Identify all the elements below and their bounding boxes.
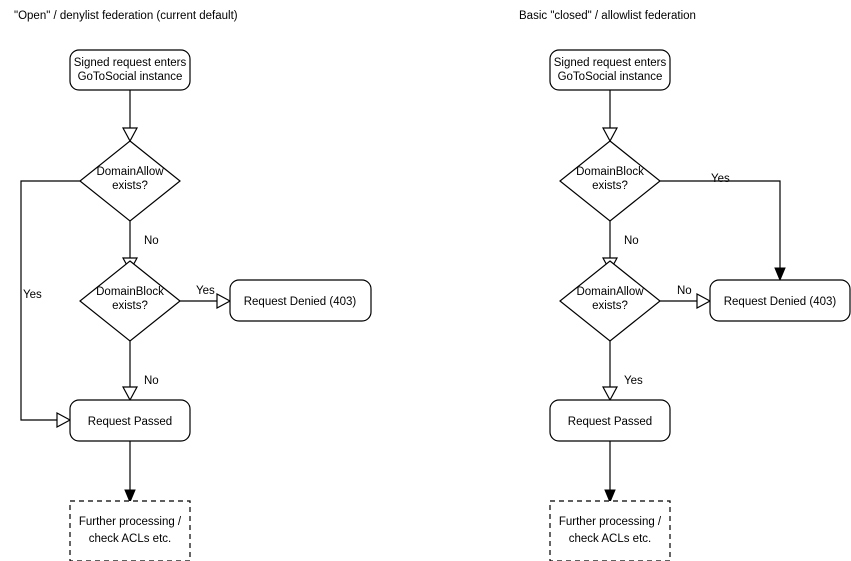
column-closed-federation: Basic "closed" / allowlist federation Si… <box>519 10 851 561</box>
edge-decision1-yes-right: Yes <box>660 173 786 282</box>
further-box-line1: Further processing / <box>559 516 662 528</box>
edge-decision1-yes-left: Yes <box>20 180 80 429</box>
column-title-closed: Basic "closed" / allowlist federation <box>519 10 696 22</box>
arrowhead-open-icon <box>121 127 139 143</box>
passed-box-label: Request Passed <box>88 416 172 428</box>
node-further-processing-right[interactable]: Further processing / check ACLs etc. <box>549 500 671 561</box>
denied-box-label: Request Denied (403) <box>244 296 357 308</box>
edge-label-decision2-yes: Yes <box>196 285 215 297</box>
decision2-line2: exists? <box>112 300 148 312</box>
edge-decision2-no-right: No <box>660 285 712 310</box>
denied-box-label: Request Denied (403) <box>724 296 837 308</box>
edge-entry-to-decision1-left <box>121 90 139 143</box>
entry-box-line2: GoToSocial instance <box>78 71 183 83</box>
edge-entry-to-decision1-right <box>601 90 619 143</box>
arrowhead-filled-icon <box>604 489 616 504</box>
node-request-passed-left[interactable]: Request Passed <box>69 399 191 442</box>
column-open-federation: "Open" / denylist federation (current de… <box>14 10 372 561</box>
arrowhead-open-icon <box>121 386 139 402</box>
node-decision-domainallow-right[interactable]: DomainAllow exists? <box>559 260 661 342</box>
edge-label-decision2-yes: Yes <box>624 375 643 387</box>
edge-passed-to-further-right <box>604 441 616 504</box>
further-box-line1: Further processing / <box>79 516 182 528</box>
entry-box-line1: Signed request enters <box>554 57 667 69</box>
decision1-line1: DomainAllow <box>96 166 164 178</box>
decision1-line2: exists? <box>592 180 628 192</box>
arrowhead-open-icon <box>601 127 619 143</box>
arrowhead-filled-icon <box>124 489 136 504</box>
node-decision-domainblock-left[interactable]: DomainBlock exists? <box>79 260 181 342</box>
edge-label-decision2-no: No <box>677 285 692 297</box>
arrowhead-open-icon <box>56 411 72 429</box>
node-further-processing-left[interactable]: Further processing / check ACLs etc. <box>69 500 191 561</box>
further-box-line2: check ACLs etc. <box>89 533 171 545</box>
arrowhead-filled-icon <box>774 267 786 282</box>
node-decision-domainblock-right[interactable]: DomainBlock exists? <box>559 140 661 222</box>
arrowhead-open-icon <box>601 386 619 402</box>
node-request-denied-right[interactable]: Request Denied (403) <box>709 279 851 322</box>
edge-decision2-no-left: No <box>121 341 159 402</box>
decision1-line1: DomainBlock <box>576 166 644 178</box>
edge-label-decision1-no: No <box>144 235 159 247</box>
further-box-shape <box>549 500 671 561</box>
decision1-line2: exists? <box>112 180 148 192</box>
passed-box-label: Request Passed <box>568 416 652 428</box>
edge-label-decision1-yes: Yes <box>23 289 42 301</box>
decision2-line1: DomainBlock <box>96 286 164 298</box>
further-box-line2: check ACLs etc. <box>569 533 651 545</box>
entry-box-shape <box>69 49 191 91</box>
entry-box-shape <box>549 49 671 91</box>
edge-passed-to-further-left <box>124 441 136 504</box>
decision2-line1: DomainAllow <box>576 286 644 298</box>
denied-box-shape <box>709 279 851 322</box>
entry-box-line2: GoToSocial instance <box>558 71 663 83</box>
edge-label-decision2-no: No <box>144 375 159 387</box>
node-entry-right[interactable]: Signed request enters GoToSocial instanc… <box>549 49 671 91</box>
column-title-open: "Open" / denylist federation (current de… <box>14 10 238 22</box>
edge-label-decision1-yes: Yes <box>711 173 730 185</box>
denied-box-shape <box>229 279 372 322</box>
node-entry-left[interactable]: Signed request enters GoToSocial instanc… <box>69 49 191 91</box>
node-request-passed-right[interactable]: Request Passed <box>549 399 671 442</box>
node-request-denied-left[interactable]: Request Denied (403) <box>229 279 372 322</box>
decision2-line2: exists? <box>592 300 628 312</box>
edge-label-decision1-no: No <box>624 235 639 247</box>
edge-decision2-yes-left: Yes <box>180 285 232 310</box>
further-box-shape <box>69 500 191 561</box>
node-decision-domainallow-left[interactable]: DomainAllow exists? <box>79 140 181 222</box>
arrowhead-open-icon <box>696 292 712 310</box>
edge-decision2-yes-right: Yes <box>601 341 643 402</box>
entry-box-line1: Signed request enters <box>74 57 187 69</box>
arrowhead-open-icon <box>216 292 232 310</box>
